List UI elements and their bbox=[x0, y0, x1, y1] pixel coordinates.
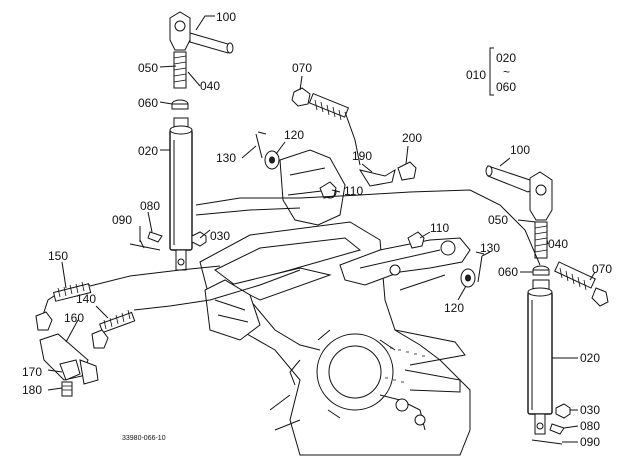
label-070-right: 070 bbox=[592, 262, 612, 276]
right-cylinder-assembly bbox=[485, 165, 609, 445]
top-hose-fitting bbox=[291, 87, 350, 121]
label-100-top: 100 bbox=[216, 10, 236, 24]
label-190: 190 bbox=[352, 149, 372, 163]
label-020-left: 020 bbox=[138, 144, 158, 158]
bolt-200 bbox=[397, 161, 417, 181]
label-040-left: 040 bbox=[200, 79, 220, 93]
label-170: 170 bbox=[22, 365, 42, 379]
legend-child-060: 060 bbox=[496, 80, 516, 94]
label-020-right: 020 bbox=[580, 351, 600, 365]
legend-child-020: 020 bbox=[496, 51, 516, 65]
label-200: 200 bbox=[402, 131, 422, 145]
label-120-right: 120 bbox=[444, 301, 464, 315]
label-180: 180 bbox=[22, 383, 42, 397]
legend-bracket bbox=[489, 47, 494, 96]
leader-lines bbox=[47, 15, 596, 443]
label-040-right: 040 bbox=[548, 237, 568, 251]
label-090-right: 090 bbox=[580, 435, 600, 449]
small-hardware bbox=[255, 131, 485, 288]
drawing-number: 33980-066-10 bbox=[122, 435, 166, 442]
left-cylinder-assembly bbox=[129, 11, 234, 271]
label-030-right: 030 bbox=[580, 403, 600, 417]
label-060-left: 060 bbox=[138, 96, 158, 110]
label-110-left: 110 bbox=[344, 184, 363, 198]
label-110-right: 110 bbox=[430, 221, 449, 235]
label-080-left: 080 bbox=[140, 199, 160, 213]
label-140: 140 bbox=[76, 292, 96, 306]
label-120-left: 120 bbox=[284, 128, 304, 142]
label-050-left: 050 bbox=[138, 61, 158, 75]
transmission-housing bbox=[199, 221, 471, 456]
label-130-left: 130 bbox=[216, 151, 236, 165]
legend-parent: 010 bbox=[466, 68, 486, 82]
label-080-right: 080 bbox=[580, 419, 600, 433]
label-050-right: 050 bbox=[488, 213, 508, 227]
label-160: 160 bbox=[64, 311, 84, 325]
label-150: 150 bbox=[48, 249, 68, 263]
clamp-190 bbox=[358, 168, 396, 187]
label-130-right: 130 bbox=[480, 241, 500, 255]
assembly-legend: 010 020 ~ 060 bbox=[466, 47, 516, 96]
label-030-left: 030 bbox=[210, 229, 230, 243]
hydraulic-lines bbox=[89, 111, 541, 311]
label-060-right: 060 bbox=[498, 265, 518, 279]
nut-110-right bbox=[407, 231, 425, 249]
legend-tilde: ~ bbox=[503, 65, 510, 79]
label-070-top: 070 bbox=[292, 61, 312, 75]
label-100-right: 100 bbox=[510, 143, 530, 157]
part-labels: 100 050 040 060 020 070 130 120 200 190 … bbox=[22, 10, 612, 449]
label-090-left: 090 bbox=[112, 213, 132, 227]
upper-link-bracket bbox=[279, 149, 346, 226]
hose-assembly bbox=[35, 281, 136, 397]
